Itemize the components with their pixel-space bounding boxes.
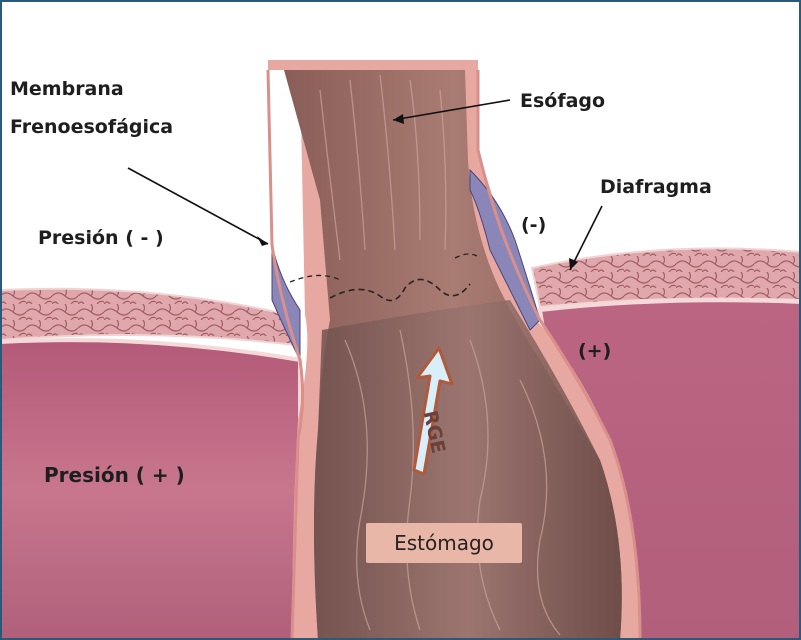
left-abdominal-cavity <box>0 340 300 640</box>
estomago-label-box: Estómago <box>366 523 522 563</box>
label-negativo-pequeno: (-) <box>521 212 546 238</box>
label-membrana-2: Frenoesofágica <box>10 114 173 140</box>
label-estomago: Estómago <box>366 523 522 563</box>
label-positivo-pequeno: (+) <box>578 338 611 364</box>
label-esofago: Esófago <box>520 88 605 114</box>
label-presion-negativa: Presión ( - ) <box>38 225 164 251</box>
label-presion-positiva: Presión ( + ) <box>44 462 185 488</box>
label-diafragma: Diafragma <box>600 174 712 200</box>
label-membrana-1: Membrana <box>10 76 124 102</box>
